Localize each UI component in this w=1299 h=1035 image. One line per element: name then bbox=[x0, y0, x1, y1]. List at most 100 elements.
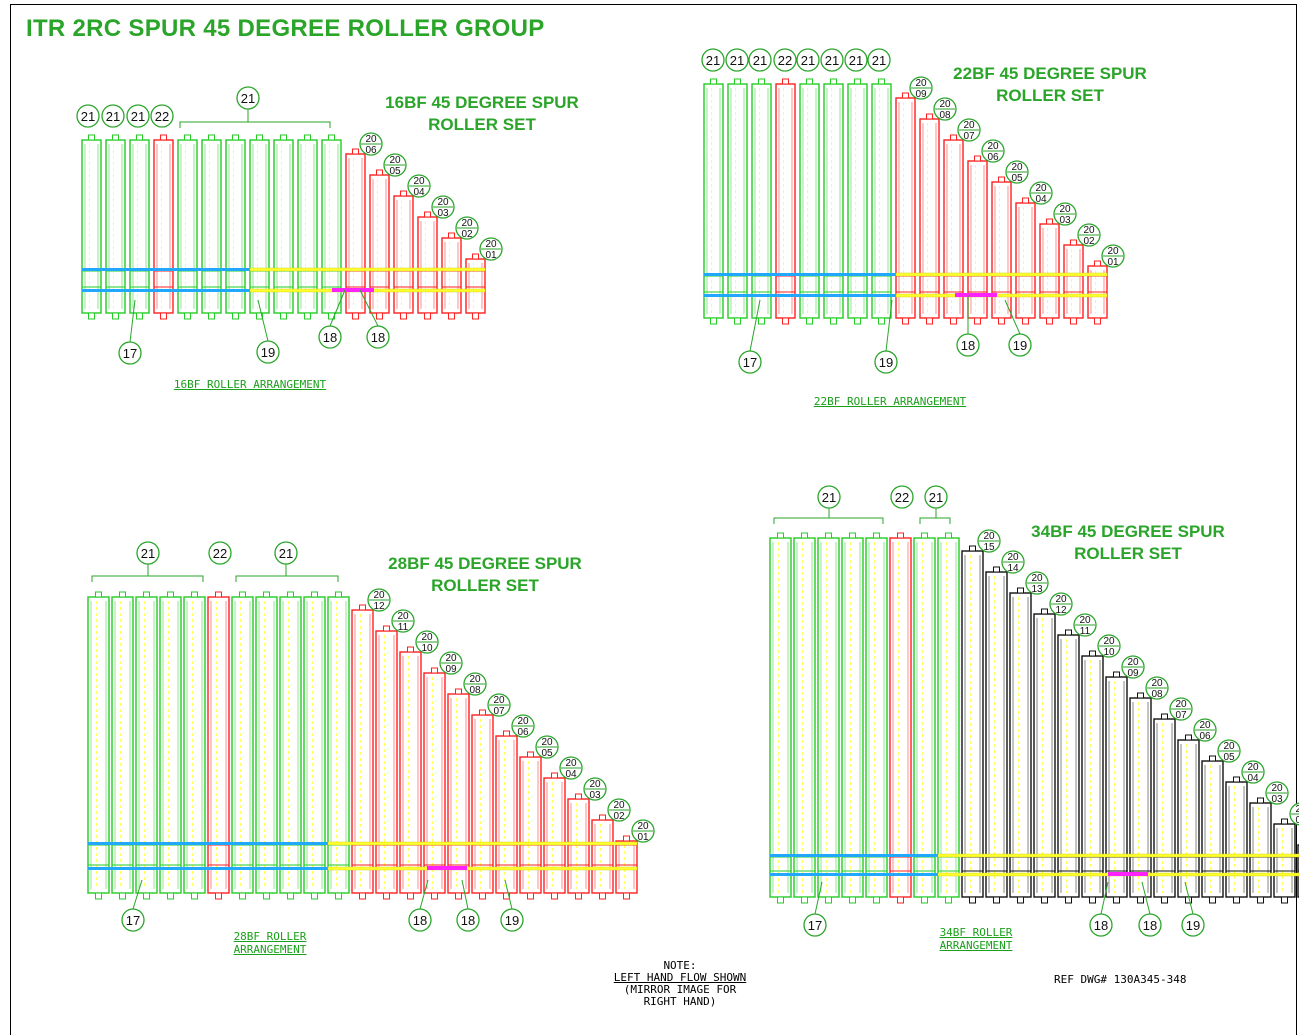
roller-shaft-top bbox=[503, 730, 510, 737]
roller-shaft-bottom bbox=[455, 892, 462, 900]
callout-label: 04 bbox=[1247, 773, 1259, 784]
callout-label: 20 bbox=[485, 239, 497, 250]
roller-shaft-top bbox=[287, 591, 294, 598]
note-heading: NOTE: bbox=[663, 959, 697, 972]
callout-label: 20 bbox=[1079, 615, 1091, 626]
callout-label: 20 bbox=[397, 611, 409, 622]
roller-shaft-top bbox=[1257, 797, 1264, 804]
stepped-roller bbox=[543, 772, 566, 900]
stepped-roller bbox=[519, 751, 542, 900]
callout-leader bbox=[1184, 881, 1194, 915]
roller-shaft-top bbox=[1065, 629, 1072, 636]
roller-shaft-bottom bbox=[1233, 896, 1240, 904]
callout-label: 20 bbox=[613, 800, 625, 811]
roller-shaft-top bbox=[1046, 218, 1053, 225]
callout-circle bbox=[118, 341, 142, 365]
callout-label: 20 bbox=[437, 197, 449, 208]
callout-bubble: 21 bbox=[796, 48, 820, 72]
roller-shaft-bottom bbox=[287, 892, 294, 900]
roller-shaft-top bbox=[359, 604, 366, 611]
drive-band-yellow bbox=[895, 272, 1108, 277]
callout-bubble: 21 bbox=[126, 104, 150, 128]
stepped-roller bbox=[991, 176, 1012, 325]
callout-circle bbox=[890, 485, 914, 509]
callout-label: 14 bbox=[1007, 563, 1019, 574]
roller-shaft-bottom bbox=[623, 892, 630, 900]
page-title: ITR 2RC SPUR 45 DEGREE ROLLER GROUP bbox=[26, 15, 545, 42]
callout-label: 20 bbox=[963, 120, 975, 131]
stepped-roller bbox=[919, 113, 940, 325]
callout-bubble: 17 bbox=[738, 350, 762, 374]
callout-bubble: 18 bbox=[956, 333, 980, 357]
callout-label: 07 bbox=[493, 706, 505, 717]
callout-bubble: 21 bbox=[817, 485, 841, 509]
callout-label: 02 bbox=[1083, 236, 1095, 247]
drive-band-blue bbox=[88, 842, 328, 845]
callout-label: 06 bbox=[517, 727, 529, 738]
roller-shaft-bottom bbox=[472, 312, 479, 320]
roller-shaft-bottom bbox=[143, 892, 150, 900]
roller-shaft-bottom bbox=[897, 896, 904, 904]
callout-bubble: 18 bbox=[1089, 913, 1113, 937]
callout-leader bbox=[885, 299, 893, 352]
callout-leader bbox=[1004, 299, 1021, 335]
callout-label: 20 bbox=[389, 155, 401, 166]
roller bbox=[889, 532, 912, 904]
roller-shaft-top bbox=[311, 591, 318, 598]
callout-label: 20 bbox=[461, 218, 473, 229]
callout-bubble: 17 bbox=[803, 913, 827, 937]
roller-shaft-top bbox=[431, 667, 438, 674]
set-title-34bf: 34BF 45 DEGREE SPUR ROLLER SET bbox=[1031, 522, 1225, 563]
callout-label: 20 bbox=[541, 737, 553, 748]
callout-bubble: 19 bbox=[500, 908, 524, 932]
callout-label: 11 bbox=[1080, 626, 1091, 637]
roller-shaft-bottom bbox=[119, 892, 126, 900]
callout-label: 20 bbox=[1011, 162, 1023, 173]
roller-shaft-bottom bbox=[479, 892, 486, 900]
roller-shaft-bottom bbox=[1137, 896, 1144, 904]
roller-shaft-top bbox=[945, 532, 952, 539]
stepped-roller bbox=[1201, 755, 1224, 904]
bracket-line bbox=[235, 575, 339, 582]
roller-shaft-bottom bbox=[993, 896, 1000, 904]
callout-label: 20 bbox=[365, 134, 377, 145]
callout-circle bbox=[408, 908, 432, 932]
stepped-roller bbox=[1177, 734, 1200, 904]
callout-bubble: 22 bbox=[150, 104, 174, 128]
stepped-roller bbox=[417, 211, 438, 320]
roller-shaft-top bbox=[599, 814, 606, 821]
callout-label: 08 bbox=[1151, 689, 1163, 700]
drive-band-blue bbox=[704, 273, 896, 276]
roller-shaft-top bbox=[304, 134, 311, 141]
note-line-3: RIGHT HAND) bbox=[643, 995, 717, 1008]
stepped-roller bbox=[471, 709, 494, 900]
roller-shaft-bottom bbox=[376, 312, 383, 320]
caption-34bf: 34BF ROLLER ARRANGEMENT bbox=[939, 926, 1013, 952]
callout-label: 20 bbox=[1127, 657, 1139, 668]
callout-label: 22 bbox=[213, 546, 227, 561]
callout-label: 18 bbox=[461, 913, 475, 928]
roller-shaft-bottom bbox=[407, 892, 414, 900]
callout-label: 17 bbox=[123, 346, 137, 361]
callout-bubble: 19 bbox=[1181, 913, 1205, 937]
roller-shaft-bottom bbox=[873, 896, 880, 904]
callout-circle bbox=[738, 350, 762, 374]
bracket-line bbox=[919, 517, 951, 524]
reference-drawing-number: REF DWG# 130A345-348 bbox=[1054, 973, 1187, 986]
roller bbox=[327, 591, 350, 900]
roller-shaft-top bbox=[623, 835, 630, 842]
roller-shaft-bottom bbox=[95, 892, 102, 900]
roller bbox=[183, 591, 206, 900]
callout-circle bbox=[1089, 913, 1113, 937]
roller-shaft-bottom bbox=[503, 892, 510, 900]
stepped-roller bbox=[1225, 776, 1248, 904]
callout-bubble: 21 bbox=[725, 48, 749, 72]
